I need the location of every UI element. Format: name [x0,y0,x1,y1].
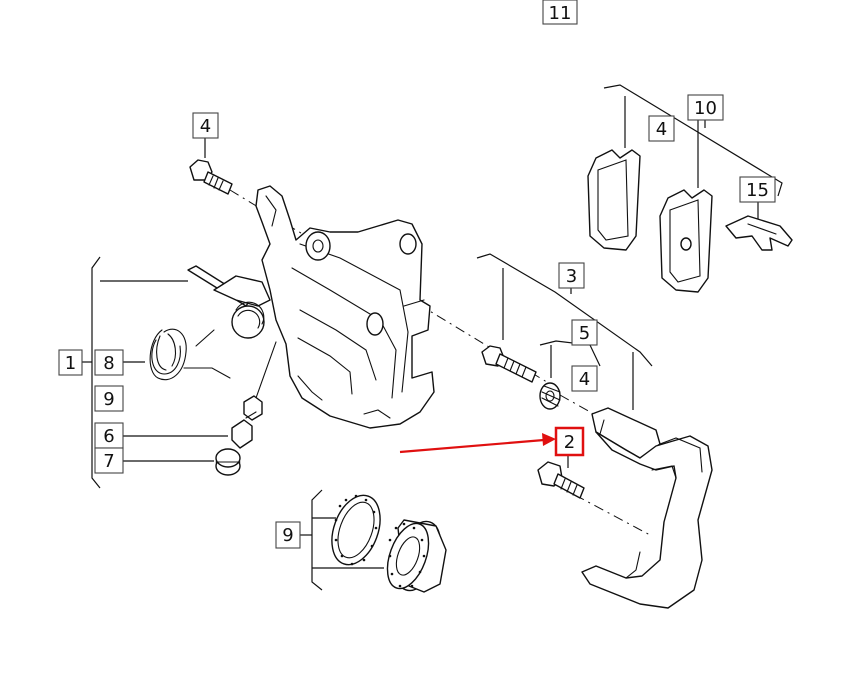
callout-2-highlighted[interactable]: 2 [554,426,585,457]
return-spring [149,328,231,381]
leader-lines [82,84,783,591]
pad-spring-clip [725,215,793,251]
svg-text:7: 7 [103,451,114,472]
caliper-housing [255,185,435,429]
svg-text:4: 4 [579,369,590,390]
callout-15[interactable]: 15 [739,176,776,203]
callout-9-bottom[interactable]: 9 [275,521,301,549]
piston-boot [386,519,447,593]
caliper-carrier [581,407,713,609]
handbrake-lever [187,265,271,339]
svg-text:8: 8 [103,353,114,374]
callout-5[interactable]: 5 [571,319,598,346]
piston-seal [331,494,381,566]
svg-text:6: 6 [103,426,114,447]
callout-4-pin[interactable]: 4 [571,365,598,392]
svg-text:15: 15 [746,180,769,201]
highlight-arrow [399,433,556,454]
dust-cap [215,448,241,476]
callout-11[interactable]: 11 [542,0,578,25]
callout-8[interactable]: 8 [94,349,124,376]
bleed-valve [231,341,277,449]
svg-text:11: 11 [549,3,572,24]
callout-9-left[interactable]: 9 [94,385,124,412]
svg-text:2: 2 [564,432,575,453]
callout-1[interactable]: 1 [58,349,83,376]
carrier-bolt [537,461,585,499]
svg-text:9: 9 [103,389,114,410]
svg-text:4: 4 [656,119,667,140]
svg-text:5: 5 [579,323,590,344]
callout-6[interactable]: 6 [94,422,124,449]
svg-text:9: 9 [282,525,293,546]
guide-bolt-upper [189,159,233,195]
callout-3[interactable]: 3 [558,262,585,289]
callout-10[interactable]: 10 [687,94,724,121]
guide-pin [481,345,537,383]
callout-7[interactable]: 7 [94,447,124,474]
guide-boot [539,382,561,410]
callout-4-bolt[interactable]: 4 [192,112,219,139]
brake-pad-outer [587,149,641,251]
brake-pad-inner [659,189,713,293]
svg-text:10: 10 [694,98,717,119]
svg-text:1: 1 [65,353,76,374]
callout-4-pads[interactable]: 4 [648,115,675,142]
svg-text:4: 4 [200,116,211,137]
svg-text:3: 3 [566,266,577,287]
